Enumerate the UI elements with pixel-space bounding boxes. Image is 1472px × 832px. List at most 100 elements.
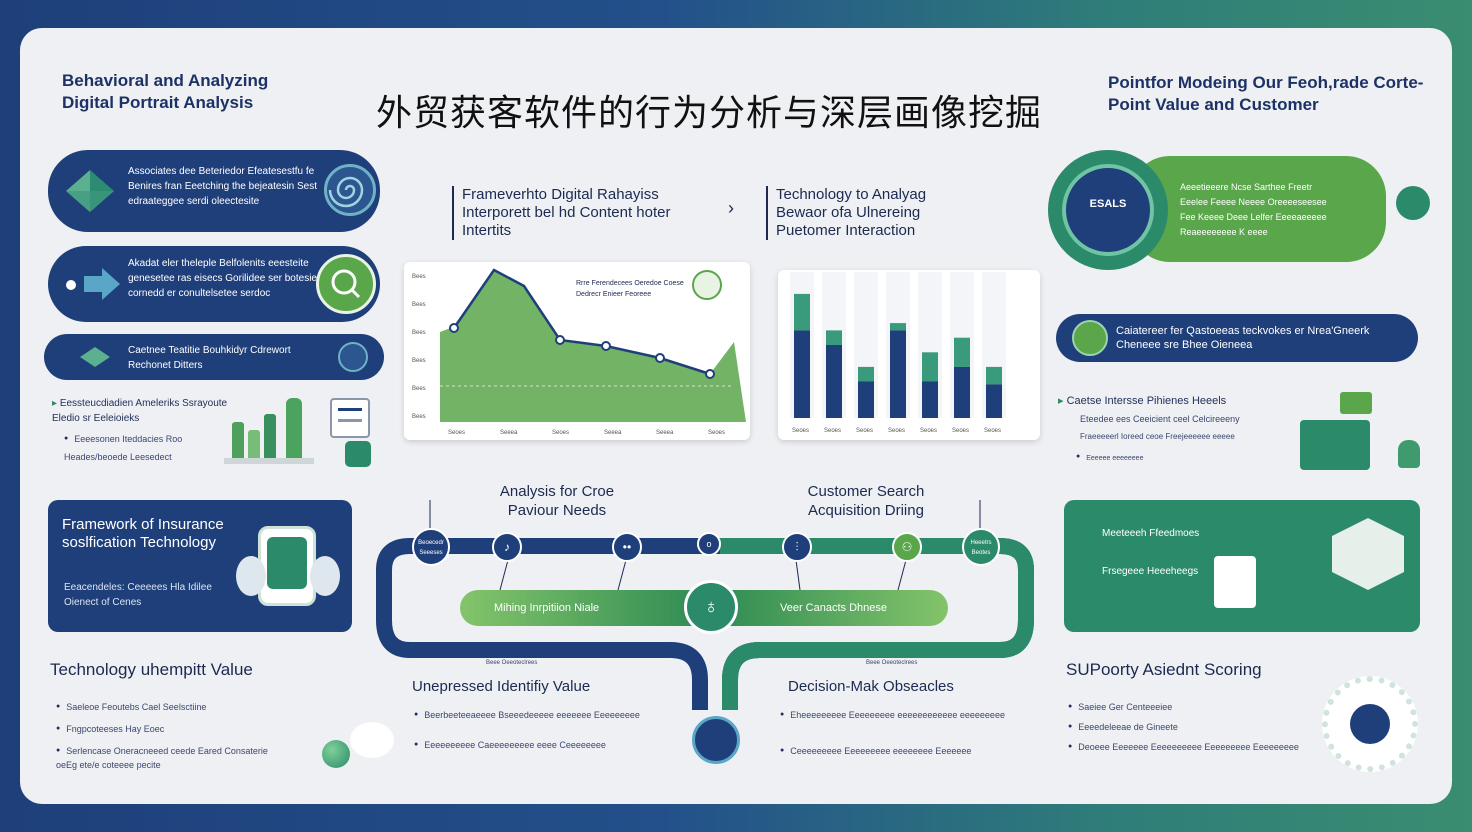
tech-value-item-2: Fngpcoteeses Hay Eoec bbox=[56, 722, 286, 736]
bar-chart-bar-top bbox=[826, 330, 842, 345]
bar-chart-bar-top bbox=[794, 293, 810, 331]
flow-node-left: Beoecedr Seeeses bbox=[412, 528, 450, 566]
diamond-arrow-icon bbox=[66, 170, 114, 212]
line-chart-x-label: Seoes bbox=[708, 430, 725, 436]
left-section-line-1: Eeeesonen Iteddacies Roo bbox=[64, 432, 182, 446]
line-chart-x-label: Seoes bbox=[448, 430, 465, 436]
bar-chart-bar bbox=[922, 381, 938, 418]
right-section-sub: Eteedee ees Ceeicient ceel Celcireeeny bbox=[1080, 414, 1240, 424]
flow-node-5: ⚇ bbox=[892, 532, 922, 562]
bar-chart-bar-top bbox=[858, 366, 874, 382]
flag-icon bbox=[1340, 392, 1372, 414]
chat-icon bbox=[342, 438, 374, 470]
line-chart-y-label: Bees bbox=[412, 302, 426, 308]
ring-badge: ESALS bbox=[1048, 150, 1168, 270]
flow-label-left: Analysis for Croe Paviour Needs bbox=[499, 483, 615, 519]
spiral-right-icon bbox=[1072, 320, 1108, 356]
right-navy-pill: Caiatereer fer Qastoeeas teckvokes er Nr… bbox=[1056, 314, 1418, 362]
laptop-icon bbox=[1300, 420, 1370, 470]
tech-value-item-3: Serlencase Oneracneeed ceede Eared Consa… bbox=[56, 744, 286, 772]
right-green-pill: Aeeetieeere Ncse Sarthee Freetr Eeelee F… bbox=[1130, 156, 1386, 262]
bar-chart-bar bbox=[794, 330, 810, 418]
bar-chart-x-label: Seoes bbox=[888, 428, 905, 434]
flow-br-item-1: Eheeeeeeeee Eeeeeeeee eeeeeeeeeeee eeeee… bbox=[780, 708, 1020, 722]
left-header-title: Behavioral and Analyzing Digital Portrai… bbox=[62, 71, 269, 112]
flow-label-right: Customer Search Acquisition Driing bbox=[807, 483, 925, 519]
phone-icon bbox=[258, 526, 316, 606]
page-title: 外贸获客软件的行为分析与深层画像挖掘 bbox=[376, 93, 1043, 134]
flow-bl-item-2: Eeeeeeeeee Caeeeeeeeee eeee Ceeeeeeee bbox=[414, 738, 644, 752]
flow-br-item-2: Ceeeeeeeee Eeeeeeeee eeeeeeee Eeeeeee bbox=[780, 744, 1020, 758]
spiral-small-icon bbox=[338, 342, 368, 372]
flow-tiny-right: Beee Oeeoteclrees bbox=[866, 660, 918, 666]
right-section-heading: ▸ Caetse Intersse Pihienes Heeels bbox=[1058, 395, 1227, 407]
spiral-icon bbox=[324, 164, 376, 216]
support-title: SUPoorty Asiednt Scoring bbox=[1066, 660, 1262, 679]
right-section-line-2: Eeeeee eeeeeeee bbox=[1076, 450, 1143, 466]
right-header-title: Pointfor Modeing Our Feoh,rade Corte-Poi… bbox=[1108, 73, 1424, 114]
left-pill-1: Associates dee Beteriedor Efeatesestfu f… bbox=[48, 150, 380, 232]
support-item-1: Saeiee Ger Centeeeiee bbox=[1068, 700, 1172, 714]
tech-value-title: Technology uhempitt Value bbox=[50, 660, 253, 679]
flow-node-right: Heeetrs Beotes bbox=[962, 528, 1000, 566]
line-chart-point bbox=[601, 341, 611, 351]
flow-tiny-left: Beee Oeeoteclrees bbox=[486, 660, 538, 666]
person-icon bbox=[1398, 440, 1420, 468]
line-chart-x-label: Seoes bbox=[552, 430, 569, 436]
document-icon bbox=[330, 398, 370, 438]
fingerprint-icon bbox=[692, 716, 740, 764]
line-chart-y-label: Bees bbox=[412, 330, 426, 336]
line-chart-point bbox=[449, 323, 459, 333]
bar-chart-x-label: Seoes bbox=[984, 428, 1001, 434]
tech-label: Technology to Analyag Bewaor ofa Ulnerei… bbox=[766, 186, 976, 240]
right-section-line-1: Fraeeeeerl Ioreed ceoe Freejeeeeee eeeee bbox=[1080, 432, 1235, 441]
left-pill-3: Caetnee Teatitie Bouhkidyr Cdrewort Rech… bbox=[44, 334, 384, 380]
bar-chart-bar bbox=[986, 384, 1002, 418]
bar-chart-bar-top bbox=[890, 323, 906, 331]
bar-chart-bar bbox=[890, 330, 906, 418]
bar-chart-bar bbox=[858, 381, 874, 418]
support-item-3: Deoeee Eeeeeee Eeeeeeeeee Eeeeeeeee Eeee… bbox=[1068, 740, 1318, 754]
line-chart-point bbox=[555, 335, 565, 345]
green-bar-right: Veer Canacts Dhnese bbox=[710, 590, 948, 626]
line-chart-area bbox=[440, 270, 746, 422]
line-chart-x-label: Seeea bbox=[656, 430, 674, 436]
flow-bl-item-1: Beerbeeteeaeeee Bseeedeeeee eeeeeee Eeee… bbox=[414, 708, 644, 722]
line-chart-point bbox=[655, 353, 665, 363]
flow-node-3: o bbox=[697, 532, 721, 556]
bar-chart-x-label: Seoes bbox=[792, 428, 809, 434]
left-section-line-2: Heades/beoede Leesedect bbox=[64, 452, 172, 462]
search-small-icon bbox=[692, 270, 722, 300]
bar-chart-bar-top bbox=[986, 366, 1002, 385]
leaf-icon bbox=[1396, 186, 1430, 220]
tech-value-item-1: Saeleoe Feoutebs Cael Seelsctiine bbox=[56, 700, 286, 714]
bar-chart-x-label: Seoes bbox=[920, 428, 937, 434]
heart-badge-icon bbox=[1322, 676, 1418, 772]
flow-bottom-left-title: Unepressed Identifiy Value bbox=[412, 678, 591, 695]
line-chart-point bbox=[705, 369, 715, 379]
arrow-right-icon: › bbox=[728, 198, 734, 218]
calendar-icon bbox=[1214, 556, 1256, 608]
bar-chart-bar-top bbox=[954, 337, 970, 367]
bar-chart-x-label: Seoes bbox=[824, 428, 841, 434]
flow-node-1: ♪ bbox=[492, 532, 522, 562]
line-chart-y-label: Bees bbox=[412, 414, 426, 420]
line-chart-y-label: Bees bbox=[412, 358, 426, 364]
search-icon bbox=[316, 254, 376, 314]
bar-chart-x-label: Seoes bbox=[856, 428, 873, 434]
lightbulb-icon: ♁ bbox=[684, 580, 738, 634]
flow-node-4: ⫶ bbox=[782, 532, 812, 562]
left-section-heading: ▸ Eessteucdiadien Ameleriks Ssrayoute El… bbox=[52, 398, 228, 424]
bar-chart-bar bbox=[954, 366, 970, 418]
diamond-icon bbox=[80, 347, 110, 367]
right-green-box: Meeteeeh Ffeedmoes Frsegeee Heeeheegs bbox=[1064, 500, 1420, 632]
line-chart-x-label: Seeea bbox=[500, 430, 518, 436]
framework-box: Framework of Insurance soslfication Tech… bbox=[48, 500, 352, 632]
left-pill-2: Akadat eler theleple Belfolenits eeestei… bbox=[48, 246, 380, 322]
hexagon-icon bbox=[1332, 518, 1404, 590]
arrow-right-icon bbox=[84, 268, 120, 300]
framework-label: Frameverhto Digital Rahayiss Interporett… bbox=[452, 186, 718, 240]
